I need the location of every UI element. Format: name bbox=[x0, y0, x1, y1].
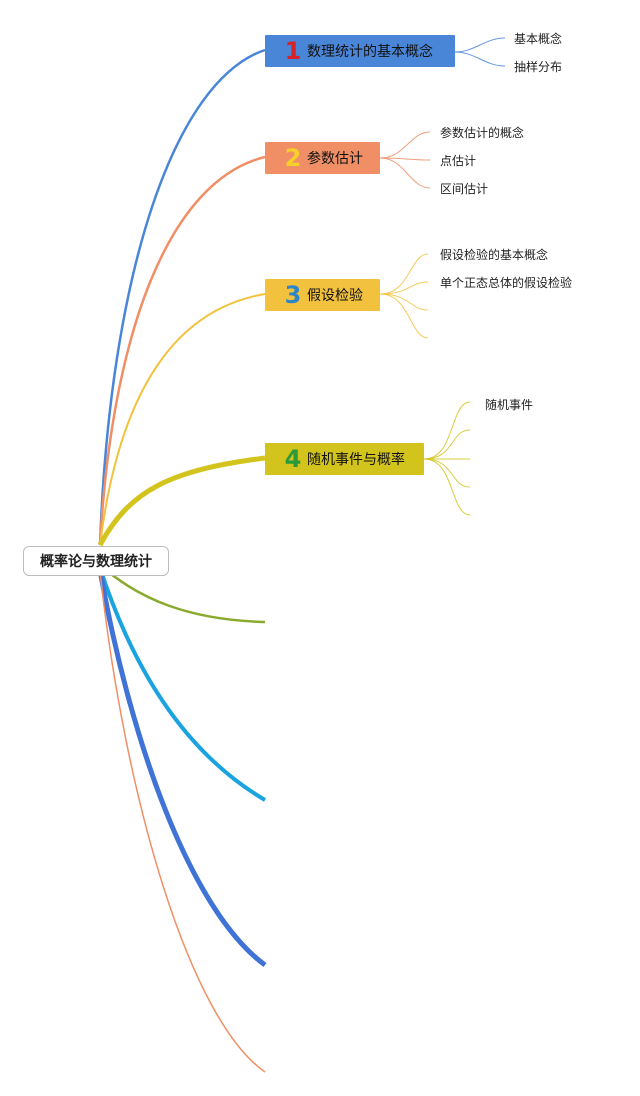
subtopic-1-1[interactable]: 基本概念 bbox=[514, 32, 563, 46]
sub-connector-2-2 bbox=[379, 157, 431, 161]
topic-label-4: 随机事件与概率 bbox=[307, 452, 405, 468]
sub-connector-3-1 bbox=[379, 253, 429, 295]
sub-connector-3-2 bbox=[379, 281, 429, 295]
topic-node-1[interactable]: 1 数理统计的基本概念 bbox=[265, 35, 455, 67]
empty-branch-5 bbox=[99, 564, 266, 624]
subtopic-4-1[interactable]: 随机事件 bbox=[485, 398, 534, 412]
sub-connector-1-2 bbox=[454, 51, 506, 67]
subtopic-2-2[interactable]: 点估计 bbox=[440, 154, 477, 168]
root-label: 概率论与数理统计 bbox=[40, 554, 152, 570]
subtopic-3-2[interactable]: 单个正态总体的假设检验 bbox=[440, 276, 573, 290]
topic-number-2: 2 bbox=[284, 144, 302, 172]
sub-connector-4-2 bbox=[423, 429, 471, 460]
sub-connector-3-3 bbox=[379, 293, 429, 311]
empty-branch-7 bbox=[97, 569, 267, 968]
empty-branch-6 bbox=[98, 567, 267, 802]
branch-connector-1 bbox=[98, 48, 266, 546]
topic-node-3[interactable]: 3 假设检验 bbox=[265, 279, 380, 311]
sub-connector-3-4 bbox=[379, 293, 429, 339]
sub-connector-4-1 bbox=[423, 401, 471, 460]
topic-label-1: 数理统计的基本概念 bbox=[307, 44, 433, 60]
branch-connector-4 bbox=[97, 455, 266, 547]
topic-label-2: 参数估计 bbox=[307, 151, 363, 167]
root-node[interactable]: 概率论与数理统计 bbox=[23, 546, 169, 576]
subtopic-3-1[interactable]: 假设检验的基本概念 bbox=[440, 248, 549, 262]
branch-connector-2 bbox=[98, 155, 266, 546]
sub-connector-4-5 bbox=[423, 458, 471, 516]
empty-branch-8 bbox=[99, 571, 266, 1073]
topic-label-3: 假设检验 bbox=[307, 288, 363, 304]
sub-connector-4-4 bbox=[423, 458, 471, 488]
topic-number-4: 4 bbox=[284, 445, 302, 473]
subtopic-1-2[interactable]: 抽样分布 bbox=[514, 60, 563, 74]
topic-number-1: 1 bbox=[284, 37, 302, 65]
topic-node-2[interactable]: 2 参数估计 bbox=[265, 142, 380, 174]
topic-node-4[interactable]: 4 随机事件与概率 bbox=[265, 443, 424, 475]
subtopic-2-3[interactable]: 区间估计 bbox=[440, 182, 489, 196]
sub-connector-1-1 bbox=[454, 37, 506, 53]
sub-connector-2-3 bbox=[379, 157, 431, 189]
topic-number-3: 3 bbox=[284, 281, 302, 309]
branch-connector-3 bbox=[99, 293, 266, 546]
sub-connector-2-1 bbox=[379, 131, 431, 159]
subtopic-2-1[interactable]: 参数估计的概念 bbox=[440, 126, 525, 140]
